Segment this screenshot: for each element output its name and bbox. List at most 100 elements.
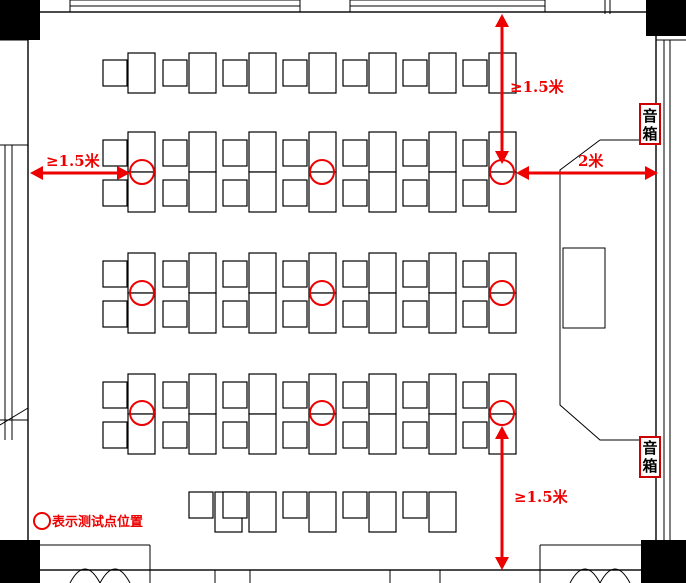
chair: [402, 139, 428, 167]
desk: [248, 171, 277, 213]
desk: [368, 491, 397, 533]
chair: [222, 381, 248, 409]
desk: [188, 292, 217, 334]
podium: [559, 139, 655, 441]
desk: [188, 373, 217, 415]
chair: [342, 139, 368, 167]
chair: [462, 59, 488, 87]
desk: [248, 413, 277, 455]
legend-circle-icon: [33, 512, 51, 530]
chair: [462, 260, 488, 288]
chair: [282, 421, 308, 449]
chair: [342, 260, 368, 288]
desk: [308, 491, 337, 533]
chair: [102, 300, 128, 328]
test-point-circle-icon: [129, 280, 155, 306]
chair: [282, 300, 308, 328]
chair: [462, 179, 488, 207]
chair: [222, 421, 248, 449]
chair: [462, 139, 488, 167]
desk: [428, 131, 457, 173]
legend-text: 表示测试点位置: [51, 514, 143, 530]
desk: [368, 171, 397, 213]
chair: [162, 300, 188, 328]
chair: [342, 179, 368, 207]
chair: [222, 260, 248, 288]
desk: [428, 292, 457, 334]
chair: [462, 381, 488, 409]
desk: [188, 413, 217, 455]
speaker-bottom: 音 箱: [639, 436, 661, 478]
desk: [188, 52, 217, 94]
desk: [127, 52, 156, 94]
chair: [162, 421, 188, 449]
speaker-top: 音 箱: [639, 103, 661, 145]
desk: [428, 252, 457, 294]
desk: [308, 52, 337, 94]
desk: [428, 491, 457, 533]
desk: [368, 52, 397, 94]
dimension-arrow-top: ≥1.5米: [495, 14, 565, 164]
dimension-label-top: ≥1.5米: [510, 78, 565, 96]
desk: [248, 292, 277, 334]
chair: [282, 59, 308, 87]
chair: [402, 381, 428, 409]
chair: [188, 491, 214, 519]
speaker-bottom-char-1: 音: [642, 439, 657, 457]
test-points: [129, 159, 515, 426]
test-point-circle-icon: [309, 159, 335, 185]
dimension-arrow-bottom: ≥1.5米: [495, 426, 569, 570]
desk: [488, 252, 517, 294]
desk: [248, 373, 277, 415]
desk: [248, 491, 277, 533]
desk: [428, 413, 457, 455]
dimension-label-right: 2米: [578, 152, 604, 170]
chair: [402, 59, 428, 87]
chair: [282, 491, 308, 519]
chair: [102, 381, 128, 409]
chair: [342, 300, 368, 328]
chair: [102, 179, 128, 207]
chair: [162, 179, 188, 207]
legend: 表示测试点位置: [33, 512, 143, 530]
chair: [342, 59, 368, 87]
test-point-circle-icon: [129, 400, 155, 426]
chair: [402, 421, 428, 449]
speaker-bottom-char-2: 箱: [642, 457, 657, 475]
dimension-arrow-left: ≥1.5米: [30, 152, 130, 180]
chair: [102, 260, 128, 288]
desk: [368, 131, 397, 173]
chair: [222, 179, 248, 207]
desk: [248, 252, 277, 294]
test-point-circle-icon: [309, 400, 335, 426]
desk: [368, 413, 397, 455]
desk-layout: [102, 52, 517, 533]
chair: [462, 300, 488, 328]
chair: [162, 59, 188, 87]
chair: [402, 179, 428, 207]
chair: [222, 300, 248, 328]
desk: [368, 373, 397, 415]
chair: [402, 300, 428, 328]
chair: [222, 491, 248, 519]
chair: [162, 139, 188, 167]
desk: [428, 52, 457, 94]
dimension-label-bottom: ≥1.5米: [514, 488, 569, 506]
test-point-circle-icon: [129, 159, 155, 185]
chair: [282, 381, 308, 409]
test-point-circle-icon: [309, 280, 335, 306]
chair: [102, 139, 128, 167]
chair: [222, 139, 248, 167]
desk: [368, 252, 397, 294]
chair: [282, 139, 308, 167]
chair: [342, 421, 368, 449]
desk: [428, 373, 457, 415]
chair: [222, 59, 248, 87]
desk: [248, 131, 277, 173]
chair: [282, 179, 308, 207]
room-walls: [0, 0, 686, 571]
desk: [428, 171, 457, 213]
dimension-arrow-right: 2米: [516, 152, 658, 180]
chair: [342, 491, 368, 519]
